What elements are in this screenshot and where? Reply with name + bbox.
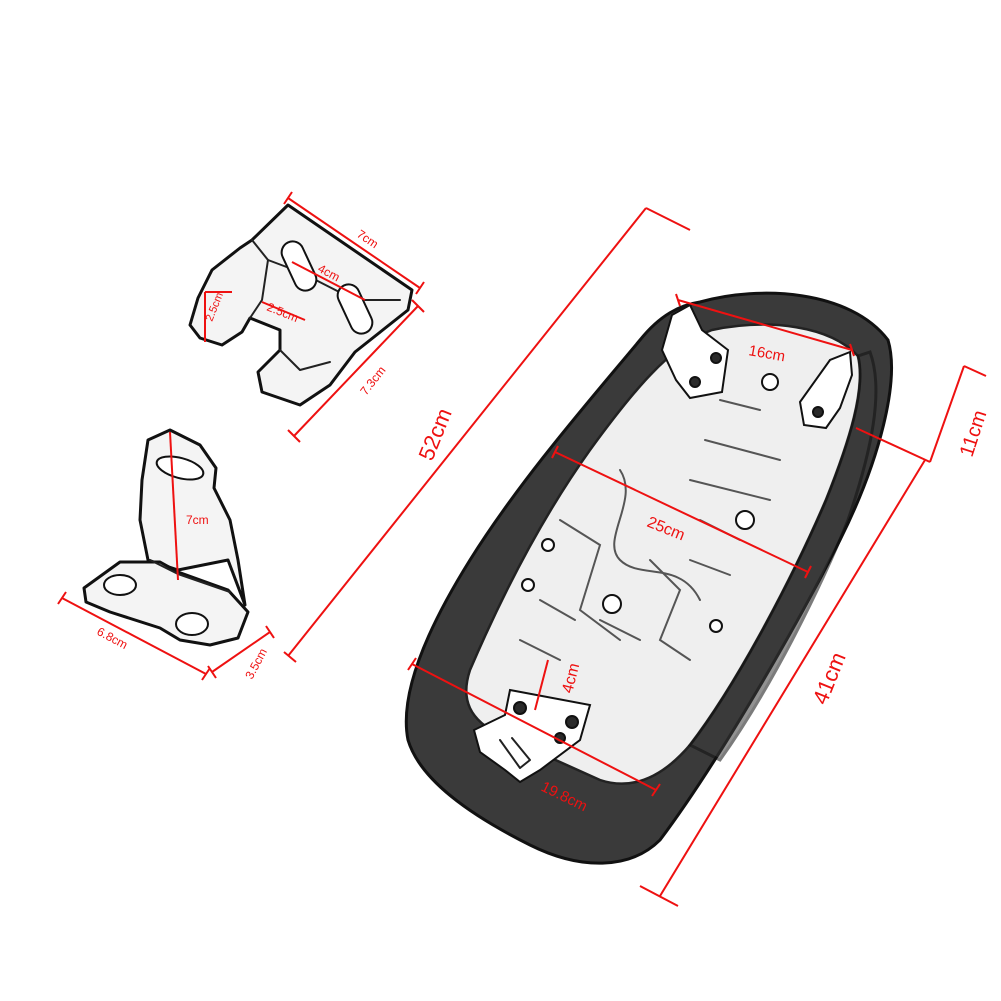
l-bracket-hole-right <box>175 612 209 636</box>
seat <box>404 291 893 865</box>
top-bracket-width-label: 7cm <box>354 227 381 251</box>
l-bracket-height-label: 7cm <box>186 513 209 527</box>
seat-front-height-label: 11cm <box>956 408 992 460</box>
top-bracket-depth-label: 7.3cm <box>357 363 388 397</box>
l-bracket-hole-left <box>103 574 137 596</box>
top-bracket-notch <box>279 349 331 371</box>
l-bracket-slot <box>155 455 205 481</box>
l-bracket-depth-label: 3.5cm <box>242 646 270 681</box>
seat-base-length-label: 41cm <box>807 649 850 708</box>
l-bracket-width-label: 6.8cm <box>95 624 130 652</box>
seat-hole-5 <box>521 578 535 592</box>
seat-hole-1 <box>761 373 779 391</box>
seat-hole-2 <box>735 510 755 530</box>
top-bracket-side-fold <box>249 259 269 319</box>
seat-front-mount-label: 16cm <box>747 342 786 365</box>
seat-hole-6 <box>709 619 723 633</box>
seat-length-label: 52cm <box>413 405 456 464</box>
seat-hole-3 <box>602 594 622 614</box>
seat-hole-4 <box>541 538 555 552</box>
seat-edge-right <box>687 350 878 762</box>
top-bracket-body <box>188 203 414 407</box>
seat-front-mount-left <box>660 303 730 400</box>
top-bracket-slot-lower <box>336 283 374 335</box>
seat-rear-mount-label: 4cm <box>559 662 583 695</box>
seat-rear-mount <box>472 688 592 784</box>
l-bracket <box>82 428 250 647</box>
